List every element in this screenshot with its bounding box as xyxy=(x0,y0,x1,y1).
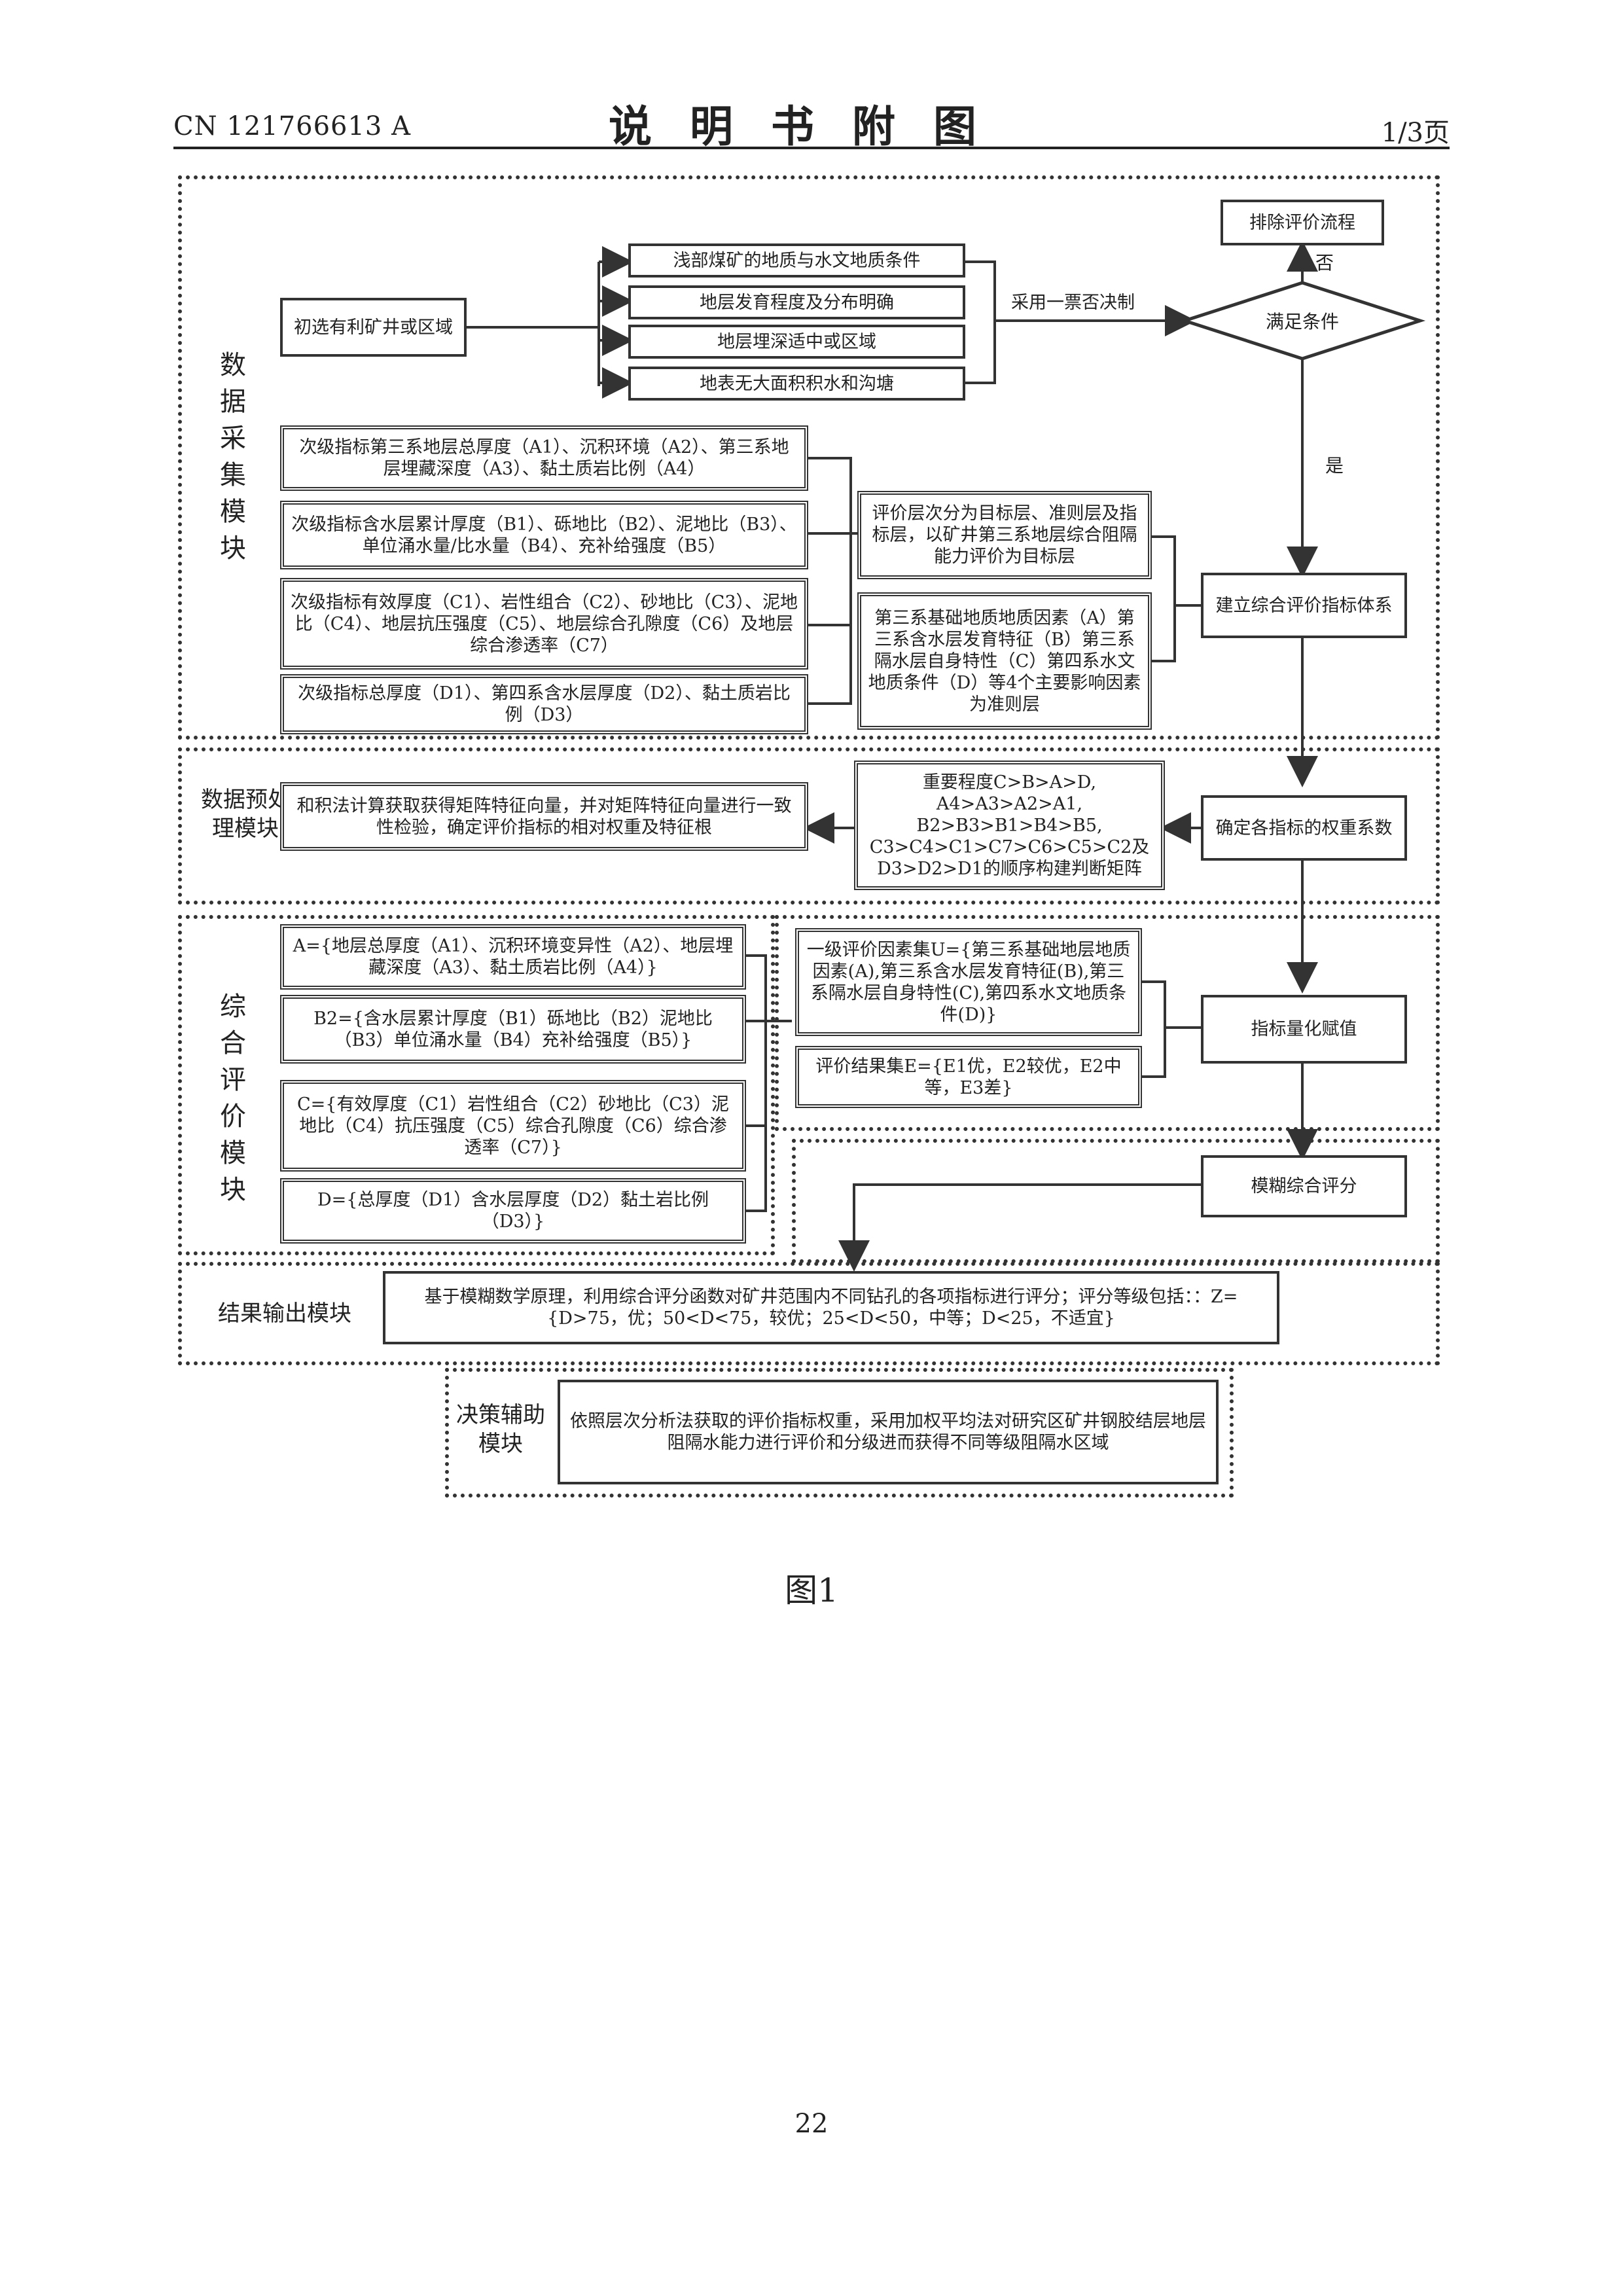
hierarchy-box: 评价层次分为目标层、准则层及指标层，以矿井第三系地层综合阻隔能力评价为目标层 xyxy=(857,491,1152,579)
veto-label: 采用一票否决制 xyxy=(1011,288,1135,314)
set-b-box: B2={含水层累计厚度（B1）砾地比（B2）泥地比（B3）单位涌水量（B4）充补… xyxy=(280,995,746,1064)
decision-label: 满足条件 xyxy=(1250,308,1355,334)
page-number: 22 xyxy=(0,2109,1623,2139)
figure-caption: 图1 xyxy=(0,1564,1623,1611)
quantify-box: 指标量化赋值 xyxy=(1201,995,1407,1064)
condition-3: 地层埋深适中或区域 xyxy=(628,325,965,359)
set-d-box: D={总厚度（D1）含水层厚度（D2）黏土岩比例（D3）} xyxy=(280,1178,746,1244)
index-b-box: 次级指标含水层累计厚度（B1）、砾地比（B2）、泥地比（B3）、单位涌水量/比水… xyxy=(280,501,808,569)
weights-box: 确定各指标的权重系数 xyxy=(1201,795,1407,861)
eigen-box: 和积法计算获取获得矩阵特征向量，并对矩阵特征向量进行一致性检验，确定评价指标的相… xyxy=(280,782,808,851)
condition-4: 地表无大面积积水和沟塘 xyxy=(628,367,965,401)
exclude-box: 排除评价流程 xyxy=(1221,200,1384,245)
condition-2: 地层发育程度及分布明确 xyxy=(628,285,965,319)
index-a-box: 次级指标第三系地层总厚度（A1）、沉积环境（A2）、第三系地层埋藏深度（A3）、… xyxy=(280,425,808,491)
output-box: 基于模糊数学原理，利用综合评分函数对矿井范围内不同钻孔的各项指标进行评分；评分等… xyxy=(383,1271,1279,1344)
set-c-box: C={有效厚度（C1）岩性组合（C2）砂地比（C3）泥地比（C4）抗压强度（C5… xyxy=(280,1080,746,1172)
fuzzy-box: 模糊综合评分 xyxy=(1201,1155,1407,1217)
criteria-box: 第三系基础地质地质因素（A）第三系含水层发育特征（B）第三系隔水层自身特性（C）… xyxy=(857,592,1152,730)
condition-1: 浅部煤矿的地质与水文地质条件 xyxy=(628,243,965,278)
importance-box: 重要程度C>B>A>D, A4>A3>A2>A1, B2>B3>B1>B4>B5… xyxy=(854,761,1165,890)
build-system-box: 建立综合评价指标体系 xyxy=(1201,573,1407,638)
decision-text-box: 依照层次分析法获取的评价指标权重，采用加权平均法对研究区矿井钢胶结层地层阻隔水能… xyxy=(558,1380,1219,1484)
no-label: 否 xyxy=(1315,249,1334,275)
set-a-box: A={地层总厚度（A1）、沉积环境变异性（A2）、地层埋藏深度（A3）、黏土质岩… xyxy=(280,924,746,990)
result-set-box: 评价结果集E={E1优，E2较优，E2中等，E3差} xyxy=(795,1046,1142,1108)
start-box: 初选有利矿井或区域 xyxy=(280,298,467,357)
yes-label: 是 xyxy=(1325,452,1344,478)
factor-set-box: 一级评价因素集U={第三系基础地层地质因素(A),第三系含水层发育特征(B),第… xyxy=(795,928,1142,1036)
index-c-box: 次级指标有效厚度（C1）、岩性组合（C2）、砂地比（C3）、泥地比（C4）、地层… xyxy=(280,578,808,670)
index-d-box: 次级指标总厚度（D1）、第四系含水层厚度（D2）、黏土质岩比例（D3） xyxy=(280,674,808,734)
